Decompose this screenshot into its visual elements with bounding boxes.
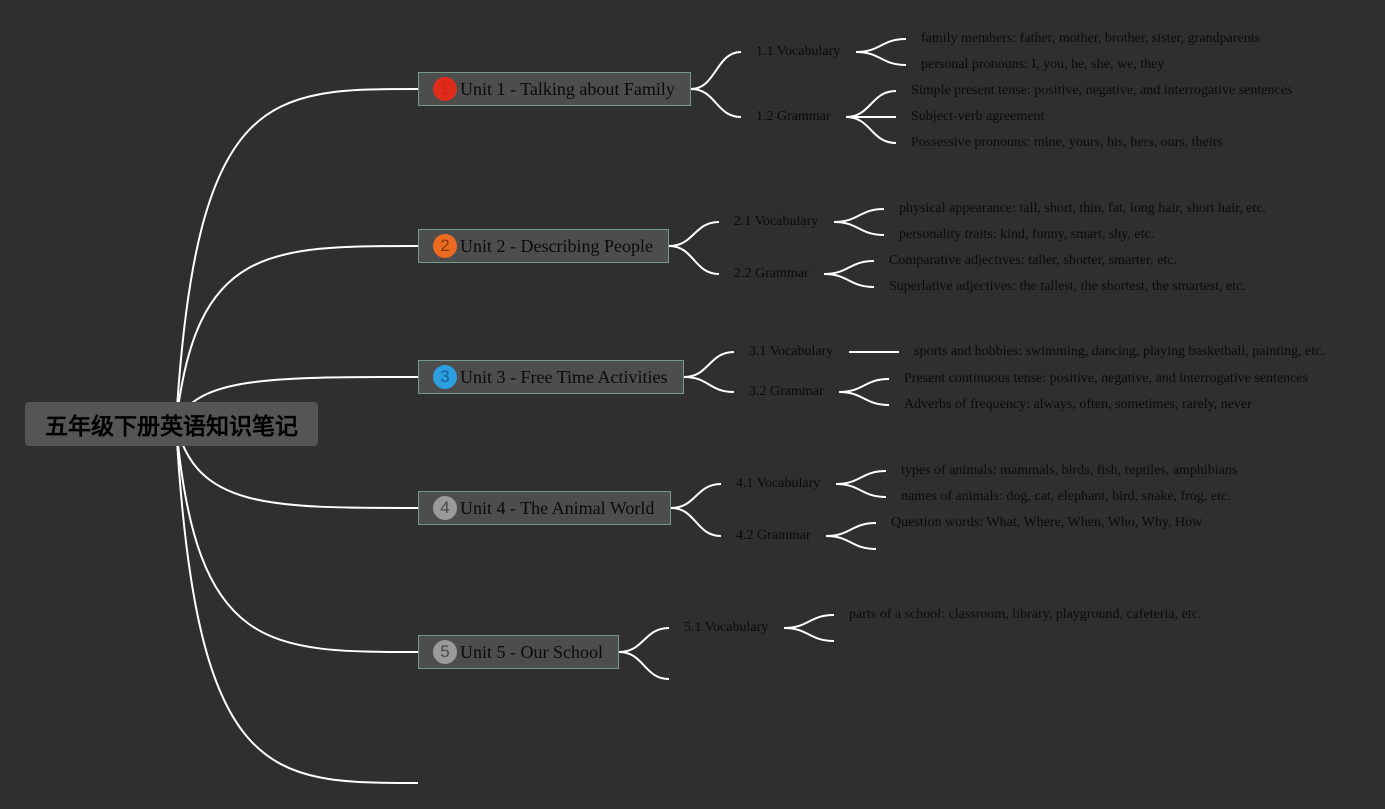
leaf-4-1-2[interactable]: names of animals: dog, cat, elephant, bi… [901, 489, 1231, 504]
unit-3-number-badge: 3 [433, 365, 457, 389]
root-topic[interactable]: 五年级下册英语知识笔记 [25, 402, 318, 446]
leaf-1-2-3[interactable]: Possessive pronouns: mine, yours, his, h… [911, 135, 1223, 150]
unit-5-branch-2 [618, 651, 670, 680]
section-4-1-leaf-link-1 [835, 470, 887, 485]
leaf-2-2-2[interactable]: Superlative adjectives: the tallest, the… [889, 279, 1246, 294]
unit-5-number-badge: 5 [433, 640, 457, 664]
section-1-1-leaf-link-2 [855, 51, 907, 66]
leaf-3-2-2[interactable]: Adverbs of frequency: always, often, som… [904, 397, 1252, 412]
unit-1-label: Unit 1 - Talking about Family [460, 78, 675, 99]
section-3-2-leaf-link-1 [838, 378, 890, 393]
unit-3-branch-2 [683, 376, 735, 393]
section-2-1-label[interactable]: 2.1 Vocabulary [734, 214, 819, 229]
unit-2-branch-2 [668, 245, 720, 275]
section-1-2-label[interactable]: 1.2 Grammar [756, 109, 831, 124]
section-3-2-label[interactable]: 3.2 Grammar [749, 384, 824, 399]
leaf-2-1-2[interactable]: personality traits: kind, funny, smart, … [899, 227, 1155, 242]
root-link-empty-branch [175, 423, 419, 784]
section-4-2-leaf-link-2 [825, 535, 877, 550]
unit-2-number-badge: 2 [433, 234, 457, 258]
unit-1-number-badge: 1 [433, 77, 457, 101]
unit-2-branch-1 [668, 221, 720, 247]
leaf-3-1-1[interactable]: sports and hobbies: swimming, dancing, p… [914, 344, 1325, 359]
section-2-1-leaf-link-1 [833, 208, 885, 223]
section-2-1-leaf-link-2 [833, 221, 885, 236]
unit-3-label: Unit 3 - Free Time Activities [460, 366, 668, 387]
section-1-1-label[interactable]: 1.1 Vocabulary [756, 44, 841, 59]
section-1-2-leaf-link-1 [845, 90, 897, 118]
leaf-4-1-1[interactable]: types of animals: mammals, birds, fish, … [901, 463, 1238, 478]
leaf-5-1-1[interactable]: parts of a school: classroom, library, p… [849, 607, 1202, 622]
unit-1-branch-2 [690, 88, 742, 118]
section-1-1-leaf-link-1 [855, 38, 907, 53]
leaf-1-2-2[interactable]: Subject-verb agreement [911, 109, 1045, 124]
leaf-1-1-2[interactable]: personal pronouns: I, you, he, she, we, … [921, 57, 1165, 72]
leaf-1-1-1[interactable]: family members: father, mother, brother,… [921, 31, 1261, 46]
leaf-2-1-1[interactable]: physical appearance: tall, short, thin, … [899, 201, 1267, 216]
section-4-1-label[interactable]: 4.1 Vocabulary [736, 476, 821, 491]
section-5-1-leaf-link-2 [783, 627, 835, 642]
unit-5-branch-1 [618, 627, 670, 653]
section-4-2-leaf-link-1 [825, 522, 877, 537]
unit-5-label: Unit 5 - Our School [460, 641, 603, 662]
unit-4-branch-1 [670, 483, 722, 509]
root-link-unit-1 [175, 88, 419, 425]
unit-4-number-badge: 4 [433, 496, 457, 520]
unit-4-label: Unit 4 - The Animal World [460, 497, 655, 518]
section-4-1-leaf-link-2 [835, 483, 887, 498]
leaf-2-2-1[interactable]: Comparative adjectives: taller, shorter,… [889, 253, 1177, 268]
root-link-unit-2 [175, 245, 419, 425]
section-2-2-leaf-link-2 [823, 273, 875, 288]
section-2-2-leaf-link-1 [823, 260, 875, 275]
unit-1-branch-1 [690, 51, 742, 90]
unit-2-label: Unit 2 - Describing People [460, 235, 653, 256]
section-1-2-leaf-link-3 [845, 116, 897, 144]
leaf-3-2-1[interactable]: Present continuous tense: positive, nega… [904, 371, 1308, 386]
section-5-1-leaf-link-1 [783, 614, 835, 629]
leaf-1-2-1[interactable]: Simple present tense: positive, negative… [911, 83, 1293, 98]
section-4-2-label[interactable]: 4.2 Grammar [736, 528, 811, 543]
section-5-1-label[interactable]: 5.1 Vocabulary [684, 620, 769, 635]
root-link-unit-5 [175, 423, 419, 653]
root-link-unit-4 [175, 423, 419, 509]
section-2-2-label[interactable]: 2.2 Grammar [734, 266, 809, 281]
unit-4-branch-2 [670, 507, 722, 537]
unit-3-branch-1 [683, 351, 735, 378]
section-3-1-label[interactable]: 3.1 Vocabulary [749, 344, 834, 359]
leaf-4-2-1[interactable]: Question words: What, Where, When, Who, … [891, 515, 1203, 530]
section-3-2-leaf-link-2 [838, 391, 890, 406]
